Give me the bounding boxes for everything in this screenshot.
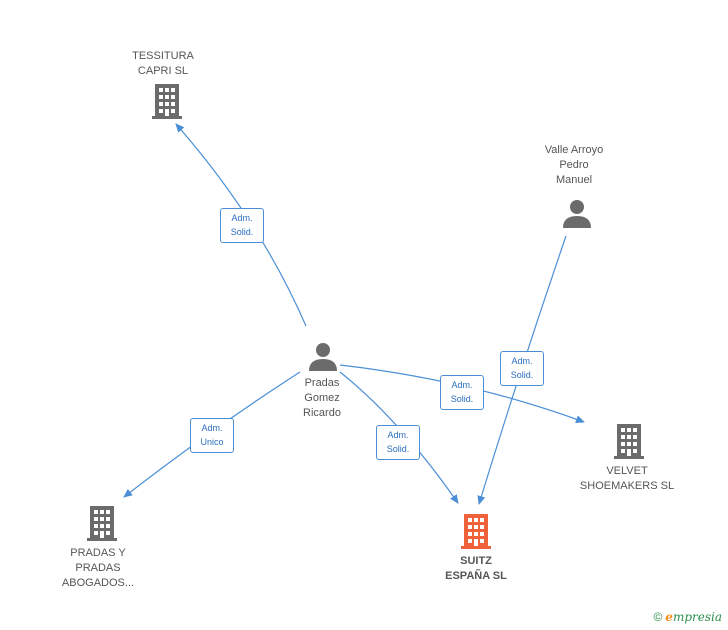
edge-label-pradas-abogados[interactable]: Adm. Unico [190,418,234,453]
node-suitz-espana[interactable]: SUITZ ESPAÑA SL [445,555,507,582]
copyright-icon: © [653,610,663,624]
building-icon[interactable] [151,84,183,120]
edge-label-pradas-suitz[interactable]: Adm. Solid. [376,425,420,460]
person-icon[interactable] [308,341,338,371]
building-icon[interactable] [460,514,492,550]
person-icon[interactable] [562,198,592,228]
building-icon[interactable] [613,424,645,460]
node-pradas-abogados[interactable]: PRADAS Y PRADAS ABOGADOS... [61,547,135,589]
edge-label-pradas-velvet[interactable]: Adm. Solid. [440,375,484,410]
node-tessitura-capri[interactable]: TESSITURA CAPRI SL [113,49,213,79]
node-valle-arroyo[interactable]: Valle Arroyo Pedro Manuel [544,144,604,186]
node-label: CAPRI SL [137,65,189,77]
edge-label-pradas-tessitura[interactable]: Adm. Solid. [220,208,264,243]
node-velvet-shoemakers[interactable]: VELVET SHOEMAKERS SL [579,465,675,492]
building-icon[interactable] [86,506,118,542]
empresia-logo[interactable]: ©empresia [653,610,722,624]
node-pradas-gomez[interactable]: Pradas Gomez Ricardo [303,377,341,419]
edge-label-valle-suitz[interactable]: Adm. Solid. [500,351,544,386]
node-label: TESSITURA [132,50,194,62]
